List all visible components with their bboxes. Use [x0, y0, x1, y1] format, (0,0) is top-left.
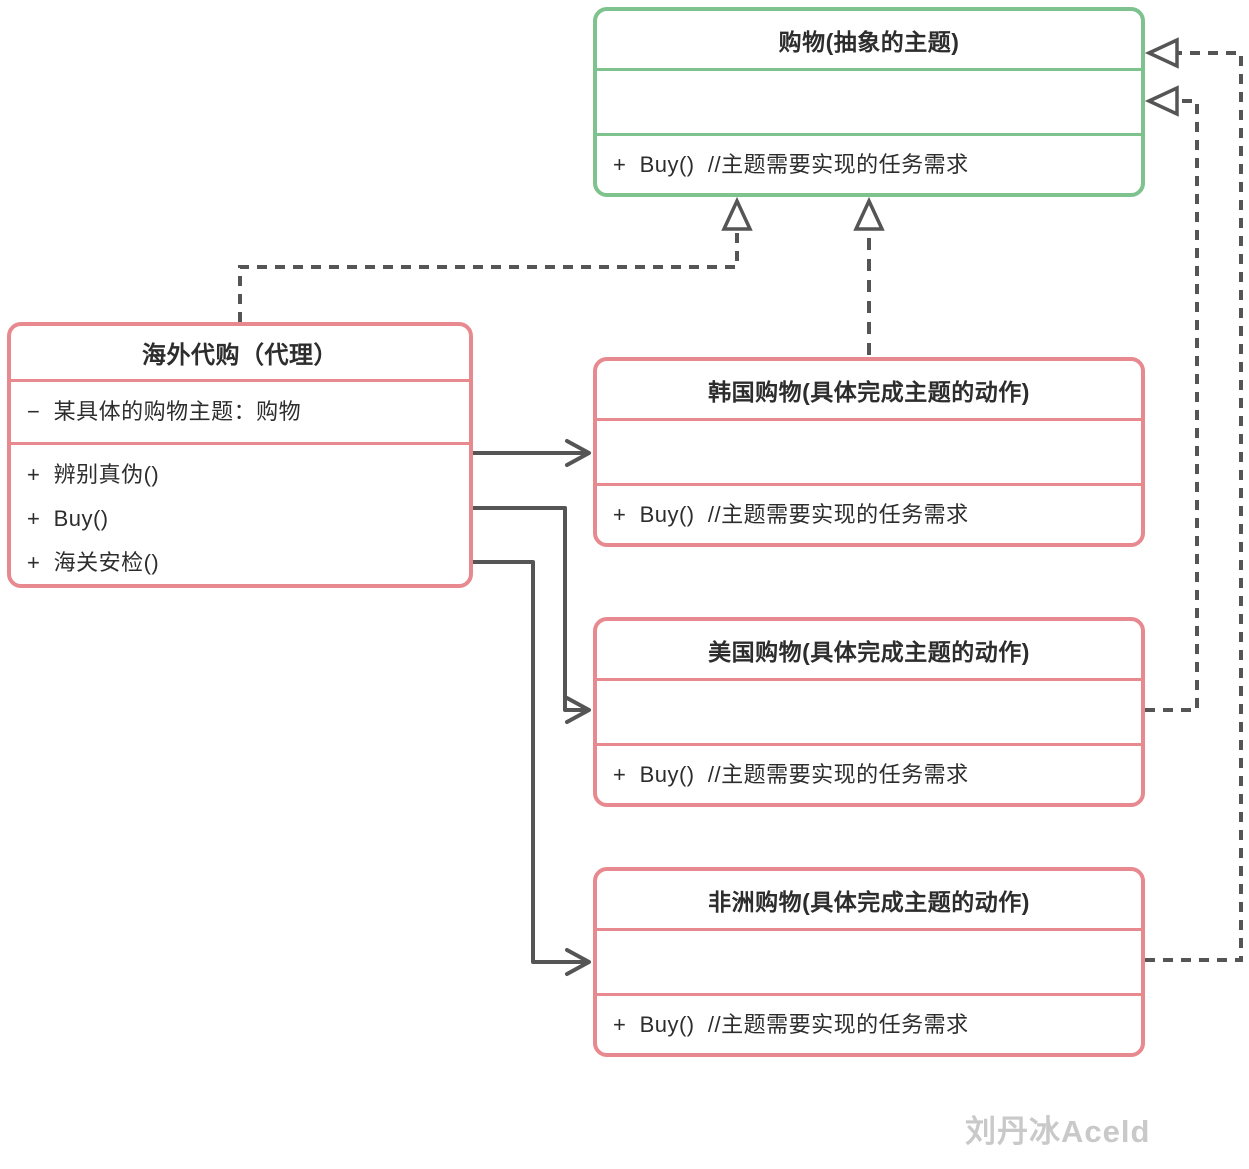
realization-arrow-africa-to-abstract — [1144, 37, 1243, 962]
class-attributes-section — [597, 421, 1141, 486]
method-row: + Buy() — [27, 506, 109, 531]
class-methods-section: + Buy() //主题需要实现的任务需求 — [597, 136, 1141, 193]
method-row: + 辨别真伪() — [27, 462, 160, 487]
class-attributes-section — [597, 931, 1141, 996]
class-title: 海外代购（代理） — [11, 326, 469, 382]
class-methods-section: + 辨别真伪() + Buy() + 海关安检() — [11, 445, 469, 591]
realization-arrow-proxy-to-abstract — [238, 196, 753, 322]
realization-arrow-usa-to-abstract — [1144, 85, 1199, 712]
class-box-africa-shopping: 非洲购物(具体完成主题的动作) + Buy() //主题需要实现的任务需求 — [593, 867, 1145, 1057]
realization-arrow-korea-to-abstract — [853, 196, 885, 355]
method-row: + Buy() //主题需要实现的任务需求 — [613, 501, 969, 527]
class-title: 购物(抽象的主题) — [597, 11, 1141, 71]
class-box-korea-shopping: 韩国购物(具体完成主题的动作) + Buy() //主题需要实现的任务需求 — [593, 357, 1145, 547]
method-row: + 海关安检() — [27, 550, 160, 575]
class-box-abstract-subject: 购物(抽象的主题) + Buy() //主题需要实现的任务需求 — [593, 7, 1145, 197]
class-methods-section: + Buy() //主题需要实现的任务需求 — [597, 996, 1141, 1053]
association-arrow-proxy-to-korea — [473, 439, 591, 467]
attribute-row: − 某具体的购物主题：购物 — [27, 399, 302, 424]
method-row: + Buy() //主题需要实现的任务需求 — [613, 761, 969, 787]
class-methods-section: + Buy() //主题需要实现的任务需求 — [597, 746, 1141, 803]
association-arrow-proxy-to-africa — [473, 560, 591, 976]
class-methods-section: + Buy() //主题需要实现的任务需求 — [597, 486, 1141, 543]
class-attributes-section — [597, 681, 1141, 746]
class-title: 韩国购物(具体完成主题的动作) — [597, 361, 1141, 421]
class-box-usa-shopping: 美国购物(具体完成主题的动作) + Buy() //主题需要实现的任务需求 — [593, 617, 1145, 807]
method-row: + Buy() //主题需要实现的任务需求 — [613, 1011, 969, 1037]
class-attributes-section: − 某具体的购物主题：购物 — [11, 382, 469, 445]
association-arrow-proxy-to-usa — [473, 506, 591, 724]
method-row: + Buy() //主题需要实现的任务需求 — [613, 151, 969, 177]
class-attributes-section — [597, 71, 1141, 136]
class-title: 非洲购物(具体完成主题的动作) — [597, 871, 1141, 931]
watermark: 刘丹冰Aceld — [965, 1114, 1151, 1149]
class-box-proxy: 海外代购（代理） − 某具体的购物主题：购物 + 辨别真伪() + Buy() … — [7, 322, 473, 588]
class-title: 美国购物(具体完成主题的动作) — [597, 621, 1141, 681]
